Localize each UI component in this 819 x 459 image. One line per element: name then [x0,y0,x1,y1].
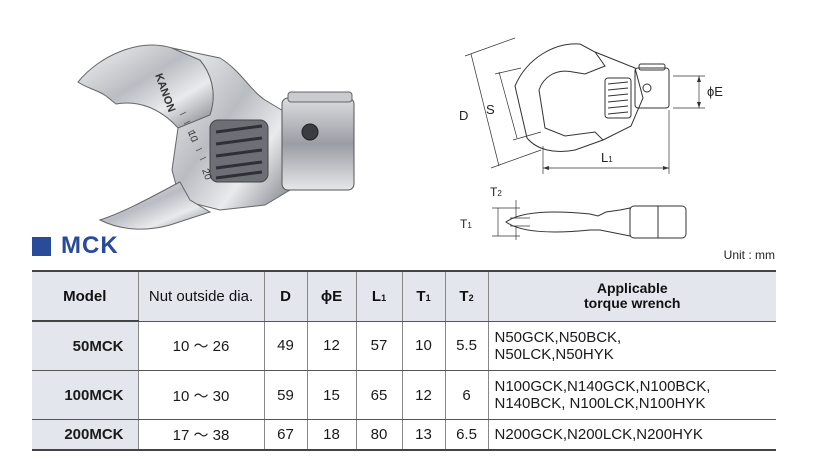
cell-l1: 57 [355,321,403,371]
cell-l1: 65 [355,370,403,420]
cell-t1: 10 [401,321,446,371]
cell-e: 18 [306,419,357,451]
dim-l1-sub: 1 [608,155,613,164]
cell-d: 67 [263,419,308,451]
cell-t1: 13 [401,419,446,451]
wrench-head-photo: KANON 10 20 [77,44,355,230]
table-header-row: Model Nut outside dia. D ϕE L1 T1 T2 App… [32,270,776,322]
table-row: 200MCK 17 ～ 38 67 18 80 13 6.5 N200GCK,N… [32,419,776,451]
dim-t2-sub: 2 [497,189,502,198]
cell-applicable: N200GCK,N200LCK,N200HYK [487,419,776,451]
table-row: 100MCK 10 ～ 30 59 15 65 12 6 N100GCK,N14… [32,370,776,420]
scale-mark-20: 20 [199,167,213,182]
dim-t1-sub: 1 [467,221,472,230]
header-l1: L1 [355,270,403,322]
header-d: D [263,270,308,322]
spec-table: Model Nut outside dia. D ϕE L1 T1 T2 App… [32,270,776,451]
svg-text:T1: T1 [460,217,472,231]
svg-text:T2: T2 [490,185,502,199]
cell-t2: 6 [444,370,489,420]
dim-t1-label: T [460,217,468,231]
cell-d: 49 [263,321,308,371]
cell-model: 100MCK [32,370,139,420]
cell-applicable: N100GCK,N140GCK,N100BCK,N140BCK, N100LCK… [487,370,776,420]
header-model: Model [32,270,139,322]
header-e: ϕE [306,270,357,322]
header-nut: Nut outside dia. [137,270,265,322]
cell-t2: 6.5 [444,419,489,451]
cell-nut: 10 ～ 30 [137,370,265,420]
cell-t1: 12 [401,370,446,420]
cell-t2: 5.5 [444,321,489,371]
table-row: 50MCK 10 ～ 26 49 12 57 10 5.5 N50GCK,N50… [32,320,776,371]
cell-d: 59 [263,370,308,420]
dim-l1-label: L [601,150,608,165]
unit-label: Unit : mm [723,248,775,262]
section-title-text: MCK [61,232,119,259]
dim-s-label: S [486,102,495,117]
cell-applicable: N50GCK,N50BCK,N50LCK,N50HYK [487,321,776,371]
dim-e-label: ϕE [707,84,723,99]
technical-drawing-side: T1 T2 [460,185,687,240]
title-square-icon [32,236,51,256]
header-applicable: Applicable torque wrench [487,270,776,322]
section-title: MCK [32,232,119,260]
cell-nut: 10 ～ 26 [137,321,265,371]
header-t1: T1 [401,270,446,322]
dim-d-label: D [459,108,468,123]
header-t2: T2 [444,270,489,322]
cell-model: 200MCK [32,419,139,451]
cell-nut: 17 ～ 38 [137,419,265,451]
cell-e: 12 [306,321,357,371]
dim-t2-label: T [490,185,498,199]
svg-text:L1: L1 [601,150,613,165]
cell-l1: 80 [355,419,403,451]
technical-drawing-top: D S L1 ϕE [459,37,723,174]
cell-e: 15 [306,370,357,420]
cell-model: 50MCK [32,320,139,371]
